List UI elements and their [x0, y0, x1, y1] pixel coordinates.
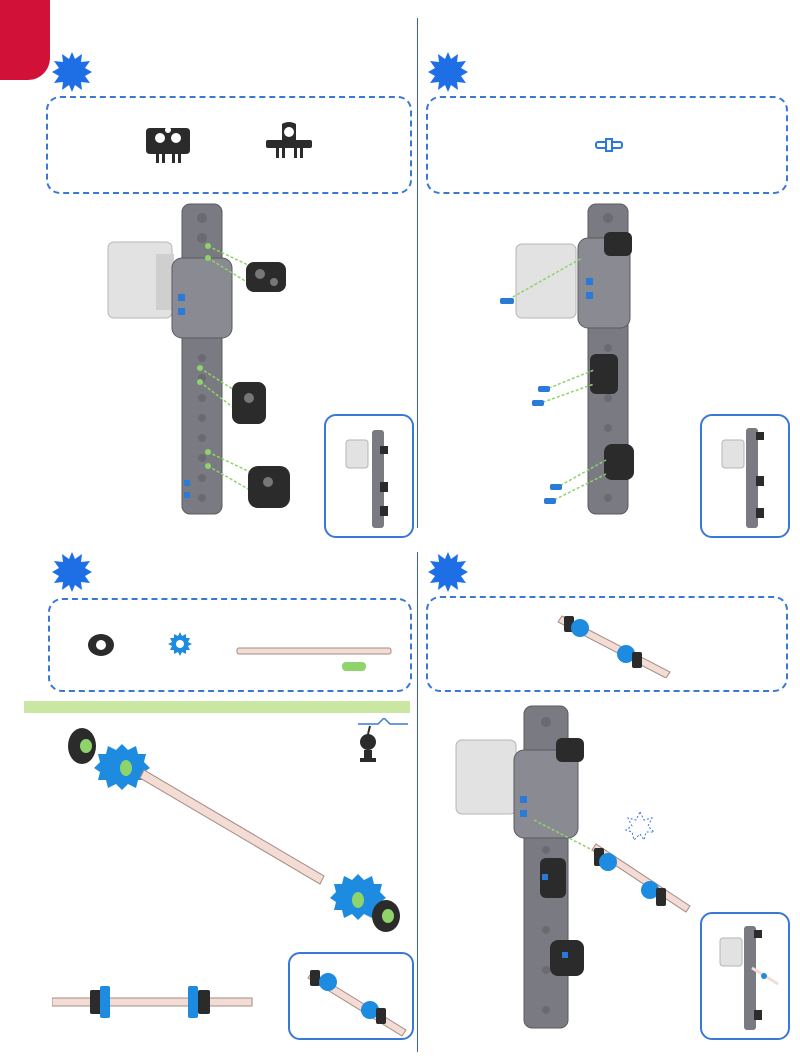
axle-length-indicator [342, 662, 366, 672]
step-3-inset-preview [288, 952, 414, 1040]
bushing-icon [86, 632, 116, 658]
double-lock-plate-icon [144, 122, 192, 168]
column-divider-top [417, 18, 418, 528]
parts-box-step-1 [46, 96, 412, 194]
step-4-inset-preview [700, 912, 790, 1040]
step-2-inset-preview [700, 414, 790, 538]
step-3-axle-side-view [52, 984, 256, 1020]
starburst-step-icon [428, 52, 468, 92]
inset-assembly-thumbnail [702, 914, 788, 1038]
step-4-assembly-illustration [450, 700, 700, 1034]
step-1-assembly-illustration [100, 198, 300, 528]
axle-subassembly-icon [554, 610, 674, 678]
starburst-step-icon [52, 552, 92, 592]
step-3-axle-exploded-view [56, 724, 416, 936]
gear-icon [168, 632, 192, 656]
column-divider-bottom [417, 552, 418, 1052]
inset-axle-thumbnail [290, 954, 412, 1038]
step-2-assembly-illustration [494, 198, 654, 528]
parts-box-step-2 [426, 96, 788, 194]
inset-assembly-thumbnail [702, 416, 788, 536]
starburst-step-icon [52, 52, 92, 92]
parts-box-step-4 [426, 596, 788, 692]
axle-icon [236, 646, 392, 658]
green-banner-bar [24, 701, 410, 713]
page-corner-tab [0, 0, 50, 80]
step-1-inset-preview [324, 414, 414, 538]
starburst-step-icon [428, 552, 468, 592]
inset-assembly-thumbnail [326, 416, 412, 536]
connector-pin-icon [594, 138, 624, 152]
single-lock-plate-icon [264, 120, 314, 168]
parts-box-step-3 [48, 598, 412, 692]
